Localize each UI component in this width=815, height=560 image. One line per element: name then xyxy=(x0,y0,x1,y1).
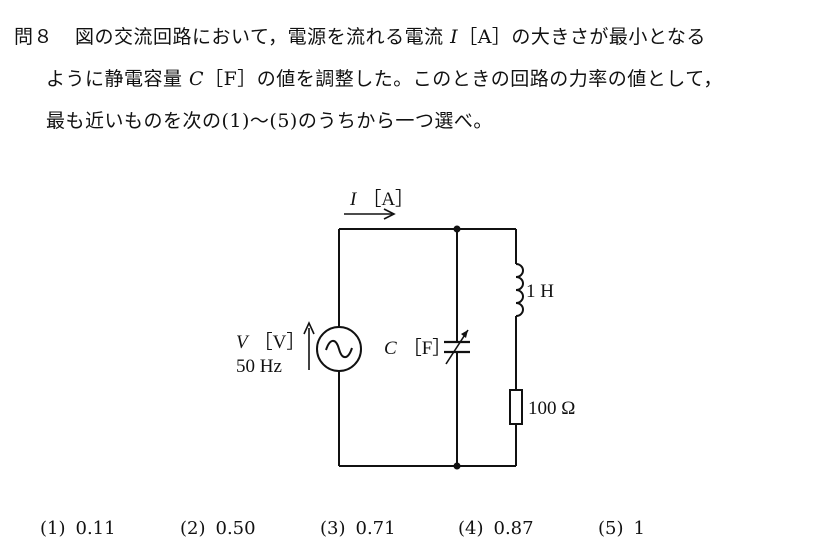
question-text-2a: ように静電容量 xyxy=(46,68,190,90)
question-line-2: ように静電容量 C［F］の値を調整した。このときの回路の力率の値として， xyxy=(46,64,807,91)
question-number: 問８ xyxy=(14,26,54,48)
resistor-symbol xyxy=(509,389,523,425)
junction-dot-bottom xyxy=(453,462,461,470)
current-arrow xyxy=(344,208,396,220)
inductor-label: 1 H xyxy=(526,281,554,302)
choice-5[interactable]: (5)1 xyxy=(598,518,645,539)
question-text-2b: ［F］の値を調整した。このときの回路の力率の値として， xyxy=(204,68,723,90)
voltage-arrow xyxy=(303,321,315,370)
question-text-1a: 図の交流回路において，電源を流れる電流 xyxy=(75,26,451,48)
question-text-1b: ［A］の大きさが最小となる xyxy=(458,26,706,48)
junction-dot-top xyxy=(453,225,461,233)
question-text-3: 最も近いものを次の(1)～(5)のうちから一つ選べ。 xyxy=(46,110,493,132)
choice-3[interactable]: (3)0.71 xyxy=(320,518,396,539)
question-line-1: 問８ 図の交流回路において，電源を流れる電流 I［A］の大きさが最小となる xyxy=(14,22,807,49)
variable-capacitor-symbol xyxy=(444,329,470,365)
choice-1[interactable]: (1)0.11 xyxy=(40,518,116,539)
choice-2[interactable]: (2)0.50 xyxy=(180,518,256,539)
resistor-label: 100 Ω xyxy=(528,398,575,419)
current-symbol: I xyxy=(450,26,459,48)
inductor-coil-symbol xyxy=(515,263,524,317)
question-line-3: 最も近いものを次の(1)～(5)のうちから一つ選べ。 xyxy=(46,106,807,133)
frequency-label: 50 Hz xyxy=(236,356,282,377)
voltage-label: V［V］ xyxy=(236,331,305,353)
current-label: I［A］ xyxy=(349,188,414,210)
capacitance-symbol: C xyxy=(189,68,205,90)
capacitor-label: C［F］ xyxy=(384,337,451,359)
ac-source-symbol xyxy=(316,326,362,372)
choice-4[interactable]: (4)0.87 xyxy=(458,518,534,539)
